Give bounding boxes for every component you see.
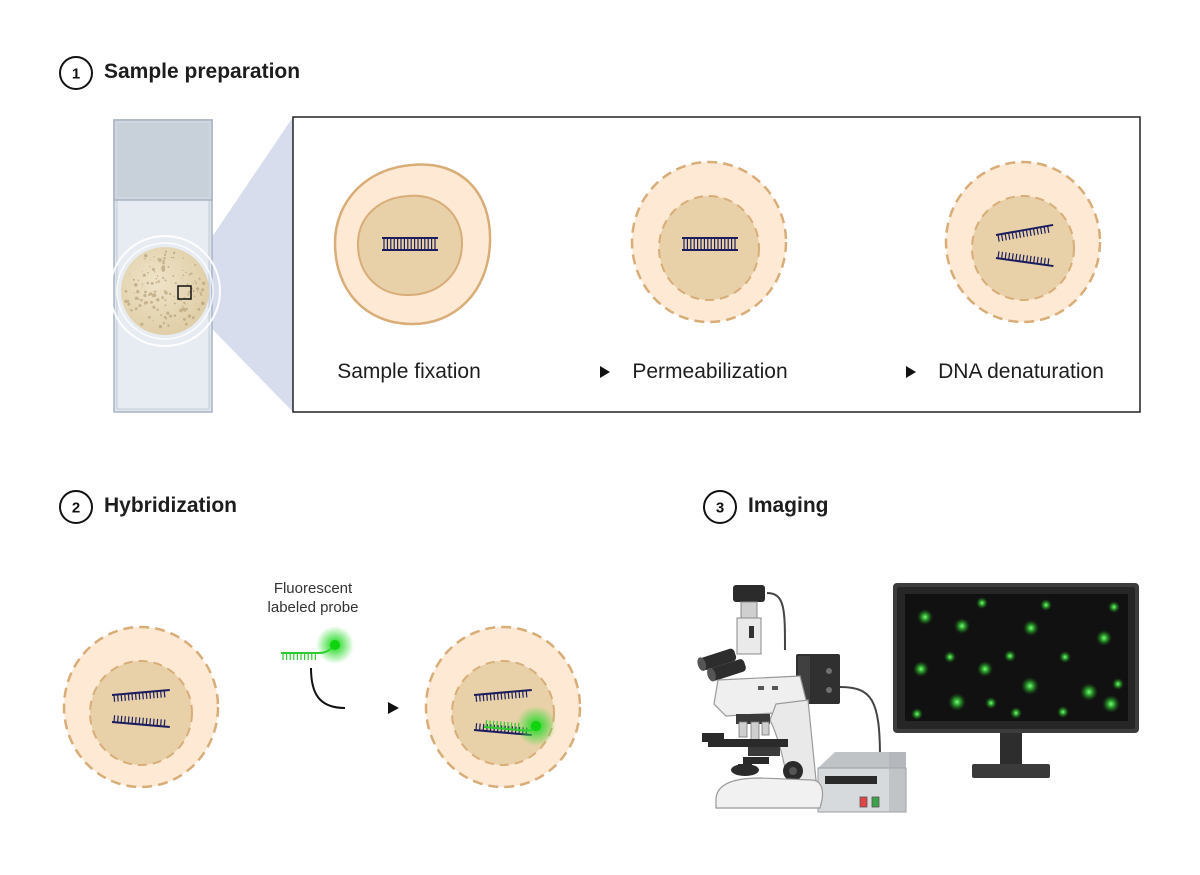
cell-denaturation: [944, 160, 1102, 324]
dna-single-strand: [111, 688, 170, 702]
controller-box-icon: [817, 752, 907, 813]
fluorescent-spots: [911, 597, 1124, 720]
step-2-header: 2 Hybridization: [59, 490, 237, 524]
dna-single-strand: [995, 251, 1054, 268]
cell-permeabilization: [630, 160, 788, 324]
hybridization-arrow: [242, 667, 399, 714]
step-1-title: Sample preparation: [104, 60, 300, 83]
fluorescent-probe-icon: [281, 626, 354, 664]
step-2-title: Hybridization: [104, 494, 237, 517]
step-2-number: 2: [72, 500, 80, 517]
step-3-header: 3 Imaging: [703, 490, 829, 524]
stage-label-denaturation: DNA denaturation: [938, 360, 1104, 383]
step-1-header: 1 Sample preparation: [59, 56, 300, 90]
stage-label-fixation: Sample fixation: [337, 360, 481, 383]
step-1-number: 1: [72, 66, 80, 83]
step-3-number: 3: [716, 500, 724, 517]
dna-double-strand: [682, 237, 738, 251]
dna-double-strand: [382, 237, 438, 251]
cell-hybridized: [424, 625, 582, 789]
dna-single-strand: [995, 223, 1054, 242]
cell-fixation: [333, 163, 492, 326]
cell-denatured-before: [62, 625, 220, 789]
step-3-title: Imaging: [748, 494, 829, 517]
dna-single-strand: [473, 688, 532, 702]
monitor-icon: [893, 583, 1139, 778]
dna-single-strand: [111, 715, 170, 729]
probe-label-line-1: Fluorescent: [274, 580, 353, 597]
stage-label-permeabilization: Permeabilization: [632, 360, 787, 383]
microscope-icon: [697, 585, 840, 809]
slide-icon: [109, 117, 293, 413]
probe-label-line-2: labeled probe: [268, 599, 359, 616]
